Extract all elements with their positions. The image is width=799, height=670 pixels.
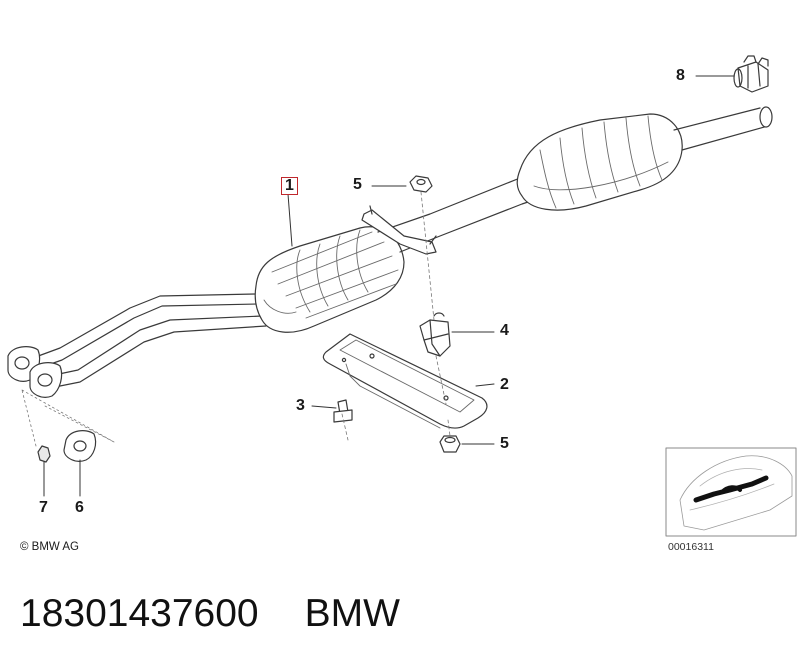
nut-lower <box>439 435 461 453</box>
diagram-code: 00016311 <box>668 541 714 553</box>
flange-gasket <box>63 430 97 462</box>
callout-part-8: 8 <box>676 67 685 84</box>
exhaust-parts-diagram <box>7 55 797 537</box>
callout-part-2: 2 <box>500 376 509 393</box>
gasket-guide-lines <box>21 389 115 447</box>
callout-part-4: 4 <box>500 322 509 339</box>
callout-part-5-lower: 5 <box>500 435 509 452</box>
exhaust-clamp <box>733 55 769 93</box>
nut-upper <box>409 175 433 193</box>
brand-name: BMW <box>304 592 400 635</box>
bolt <box>333 399 353 423</box>
front-catalytic-converter <box>254 226 405 333</box>
hanger-bracket <box>361 205 437 255</box>
callout-part-5-upper: 5 <box>353 176 362 193</box>
callout-part-1: 1 <box>281 177 298 195</box>
front-flange-right <box>29 362 63 398</box>
small-nut <box>37 445 51 463</box>
callout-part-7: 7 <box>39 499 48 516</box>
copyright-notice: © BMW AG <box>20 541 79 553</box>
callout-part-3: 3 <box>296 397 305 414</box>
rear-silencer <box>516 113 683 211</box>
vehicle-location-inset <box>665 447 797 537</box>
assembly-lines <box>341 191 451 441</box>
part-number: 18301437600 <box>20 592 259 635</box>
part-caption: 18301437600 BMW <box>20 589 400 639</box>
heat-shield-plate <box>322 333 488 429</box>
leader-lines <box>43 75 735 497</box>
rubber-mount <box>419 312 451 357</box>
tail-pipe <box>673 106 773 151</box>
callout-part-6: 6 <box>75 499 84 516</box>
